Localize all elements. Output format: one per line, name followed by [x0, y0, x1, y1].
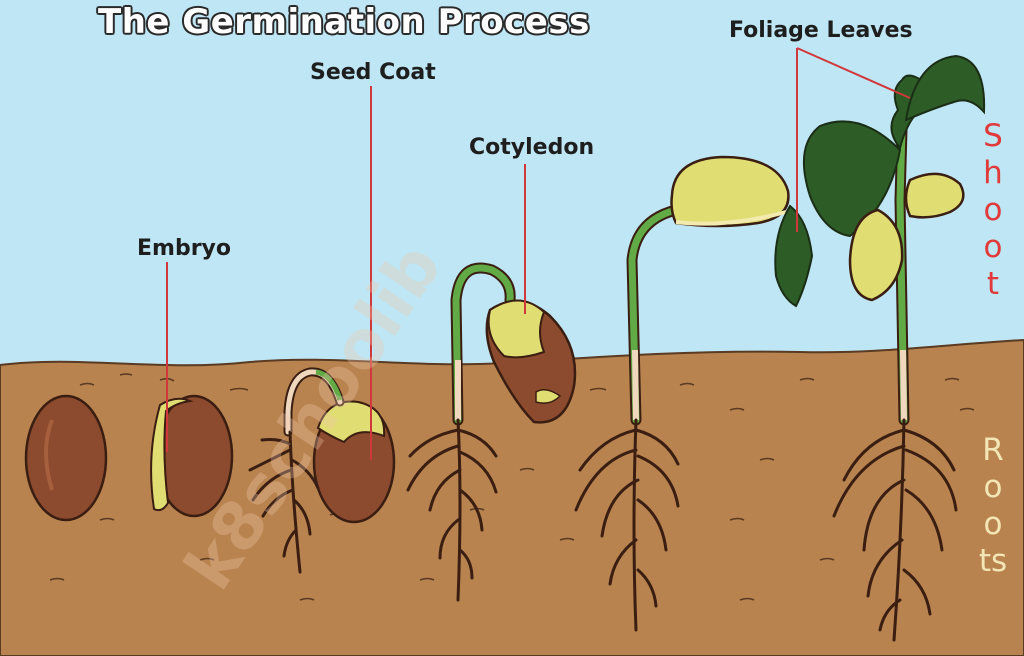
plant-leaf-left: [803, 120, 902, 238]
foliage-pointer-2: [796, 47, 911, 99]
label-seed-coat: Seed Coat: [310, 60, 436, 85]
stage-1-seed: [24, 394, 108, 522]
side-label-roots: Roots: [978, 432, 1008, 579]
label-embryo: Embryo: [137, 236, 232, 261]
stage-4-seedling: [406, 262, 577, 602]
stage-2-seed-embryo: [150, 394, 234, 518]
stage-5-roots: [574, 418, 680, 632]
stage-3-roots: [248, 430, 320, 574]
diagram-title: The Germination Process: [98, 2, 590, 42]
seed-1: [24, 394, 108, 522]
embryo-sprout: [150, 397, 194, 512]
plant-leaf-top: [904, 54, 986, 122]
label-foliage-leaves: Foliage Leaves: [729, 18, 913, 43]
stage-3-radicle: [248, 367, 396, 574]
seed-1-highlight: [44, 419, 54, 491]
stage-6-roots: [832, 418, 958, 642]
seed-5-leaf: [774, 204, 814, 308]
label-cotyledon: Cotyledon: [469, 135, 595, 160]
plant-cotyledon-left: [848, 208, 904, 302]
side-label-shoot: Shoot: [983, 118, 1003, 302]
stage-4-roots: [406, 418, 498, 602]
stage-5-seedling: [574, 155, 814, 632]
seed-3-hook: [315, 369, 343, 401]
stage-6-plant: [803, 54, 986, 642]
pointer-lines: [166, 47, 911, 460]
plant-cotyledon-right: [904, 172, 965, 219]
seed-4-cotyledon: [487, 299, 546, 359]
